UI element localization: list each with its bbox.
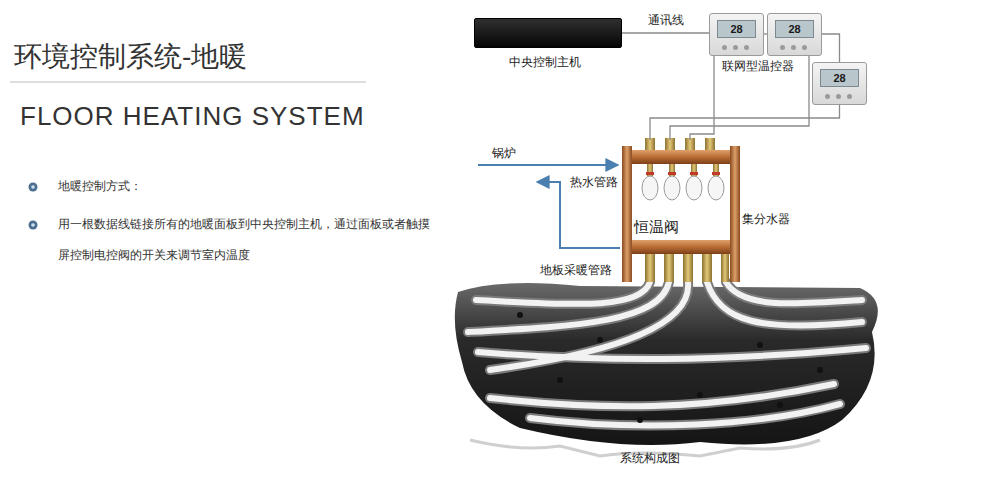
- signal-wire: [690, 56, 714, 140]
- temperature-reading: 28: [821, 70, 858, 86]
- text-label: 用一根数据线链接所有的地暖面板到中央控制主机，通过面板或者触摸屏控制电控阀的开关…: [58, 209, 433, 271]
- title-slot: 环境控制系统-地暖: [14, 40, 247, 74]
- label-slot: FLOOR HEATING SYSTEM: [20, 101, 365, 132]
- edge-label: 通讯线: [648, 13, 684, 27]
- manifold-box: 恒温阀集分水器: [622, 140, 740, 280]
- thermostat-box: 28: [767, 13, 822, 56]
- thermostat-button: [722, 45, 727, 50]
- temperature-reading: 28: [776, 21, 813, 37]
- node-text: 恒温阀: [632, 218, 681, 236]
- signal-wire: [670, 56, 809, 140]
- text-slot: 恒温阀: [632, 218, 681, 236]
- thermostat-button: [733, 45, 738, 50]
- figure-caption: 系统构成图: [620, 451, 680, 465]
- edge-label-slot: 通讯线: [648, 13, 684, 27]
- lcd-display: 28: [775, 20, 814, 38]
- node-text: 集分水器: [742, 212, 790, 226]
- label-slot: 热水管路: [570, 175, 618, 189]
- temperature-reading: 28: [718, 21, 755, 37]
- label-slot: 地暖控制方式：: [58, 179, 142, 193]
- thermostat-box: 28: [812, 62, 867, 105]
- caption-slot: 系统构成图: [620, 451, 680, 465]
- label-slot: 地板采暖管路: [540, 263, 612, 277]
- text-label: 地暖控制方式：: [58, 179, 142, 193]
- thermostat-button: [744, 45, 749, 50]
- page-title: 环境控制系统-地暖: [14, 40, 247, 74]
- text-label: 联网型温控器: [722, 59, 794, 73]
- thermostat-button: [836, 94, 841, 99]
- thermostat-button: [791, 45, 796, 50]
- text-slot: 集分水器: [742, 212, 790, 226]
- thermostat-box: 28: [709, 13, 764, 56]
- label-slot: 联网型温控器: [722, 59, 794, 73]
- subtitle: FLOOR HEATING SYSTEM: [20, 101, 365, 132]
- text-label: 锅炉: [492, 146, 516, 160]
- lcd-display: 28: [717, 20, 756, 38]
- signal-wire: [622, 32, 709, 33]
- signal-wire: [650, 105, 840, 140]
- lcd-display: 28: [820, 69, 859, 87]
- label-slot: 用一根数据线链接所有的地暖面板到中央控制主机，通过面板或者触摸屏控制电控阀的开关…: [58, 209, 433, 271]
- controller-box: 中央控制主机: [474, 18, 622, 48]
- text-label: 热水管路: [570, 175, 618, 189]
- manifold-drawing: [622, 138, 740, 282]
- title-rule: [10, 82, 366, 83]
- signal-wire: [822, 34, 840, 62]
- thermostat-button: [825, 94, 830, 99]
- text-label: 地板采暖管路: [540, 263, 612, 277]
- node-text: 中央控制主机: [475, 55, 615, 69]
- bullet-icon: [29, 183, 38, 230]
- thermostat-button: [802, 45, 807, 50]
- text-slot: 中央控制主机: [475, 55, 615, 69]
- floor-pipes: [468, 282, 866, 426]
- thermostat-button: [780, 45, 785, 50]
- hot-water-arrows: [478, 165, 620, 248]
- thermostat-button: [847, 94, 852, 99]
- label-slot: 锅炉: [492, 146, 516, 160]
